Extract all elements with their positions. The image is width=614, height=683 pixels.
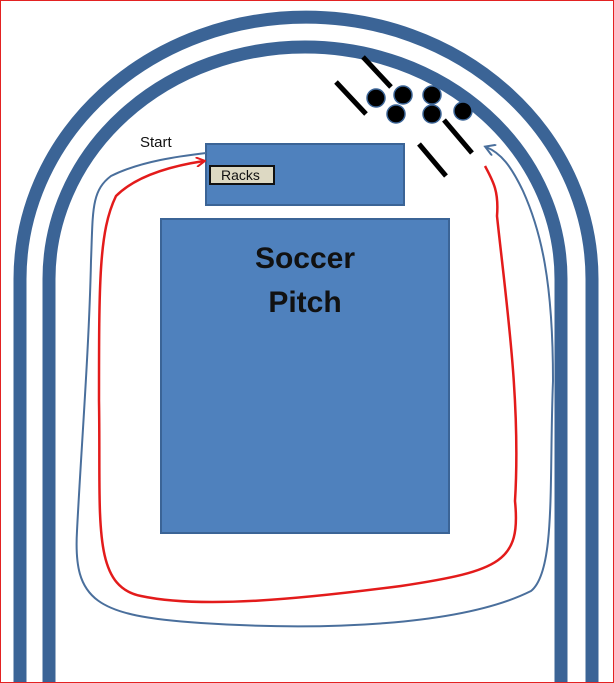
track-inner-lane: [42, 40, 568, 682]
start-label: Start: [140, 134, 172, 151]
obstacle-hurdles: [334, 55, 474, 178]
route-red: [97, 161, 518, 604]
pitch-label-line2: Pitch: [268, 286, 342, 319]
pitch-label-line1: Soccer: [254, 242, 356, 275]
soccer-pitch: [160, 218, 450, 534]
track-outer-lane: [13, 10, 599, 682]
obstacle-tires: [366, 85, 473, 124]
racks-label: Racks: [209, 165, 275, 185]
pitch-label: Soccer Pitch: [161, 237, 449, 325]
route-blue: [75, 147, 555, 628]
